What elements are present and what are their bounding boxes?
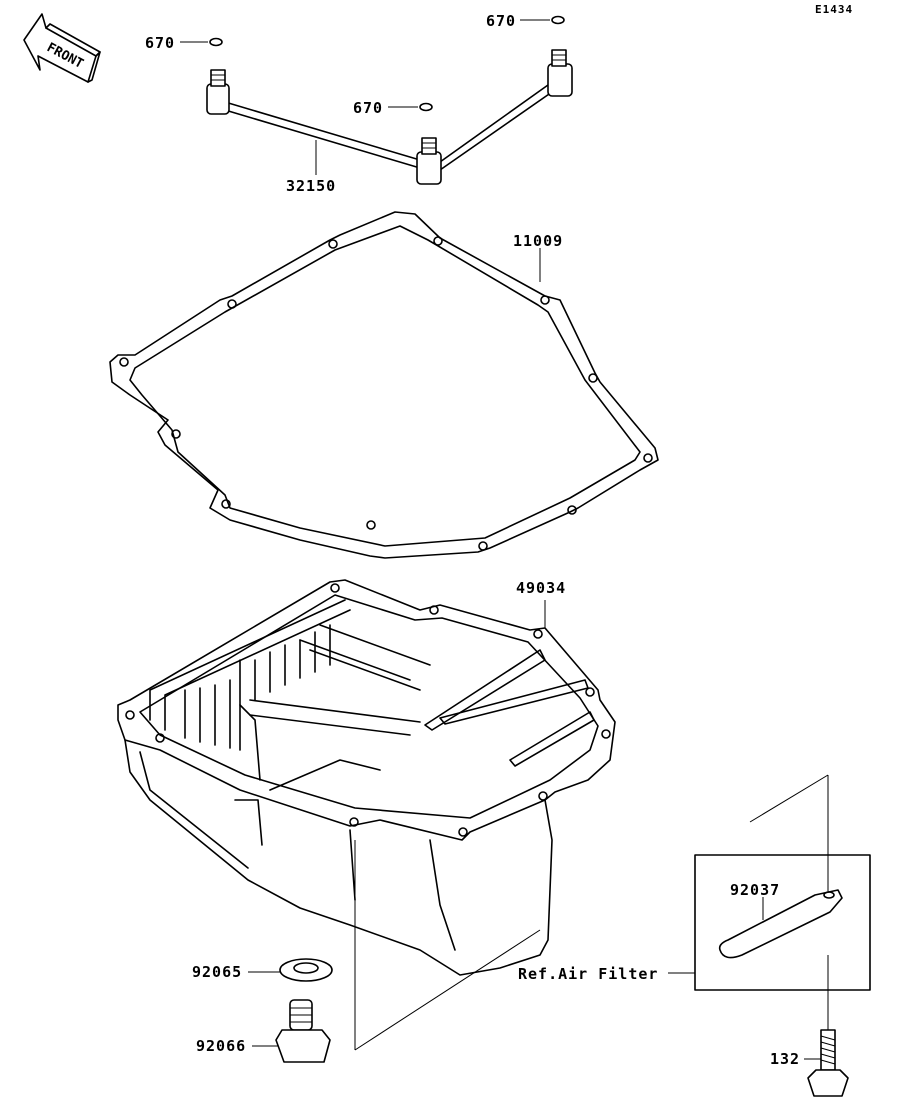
diagram-code: E1434 [815, 3, 854, 16]
label-92066: 92066 [196, 1037, 247, 1055]
front-arrow-icon: FRONT [23, 13, 101, 83]
label-32150: 32150 [286, 177, 337, 195]
label-670-mid: 670 [353, 99, 384, 117]
washer-92065 [248, 958, 333, 982]
oring-670-top [520, 15, 565, 25]
oring-670-left [180, 37, 223, 47]
label-92065: 92065 [192, 963, 243, 981]
label-92037: 92037 [730, 881, 781, 899]
clamp-92037 [718, 889, 843, 959]
oring-670-mid [388, 102, 433, 112]
drain-plug-92066 [252, 999, 331, 1063]
label-49034: 49034 [516, 579, 567, 597]
label-670-left: 670 [145, 34, 176, 52]
oil-pipe-32150 [206, 49, 573, 185]
label-670-top: 670 [486, 12, 517, 30]
ref-air-filter-box [668, 774, 871, 1050]
label-ref-air-filter: Ref.Air Filter [518, 965, 659, 983]
label-11009: 11009 [513, 232, 564, 250]
gasket-11009 [109, 211, 659, 559]
oil-pan-49034 [117, 579, 616, 1051]
label-132: 132 [770, 1050, 801, 1068]
bolt-132 [804, 1029, 849, 1097]
